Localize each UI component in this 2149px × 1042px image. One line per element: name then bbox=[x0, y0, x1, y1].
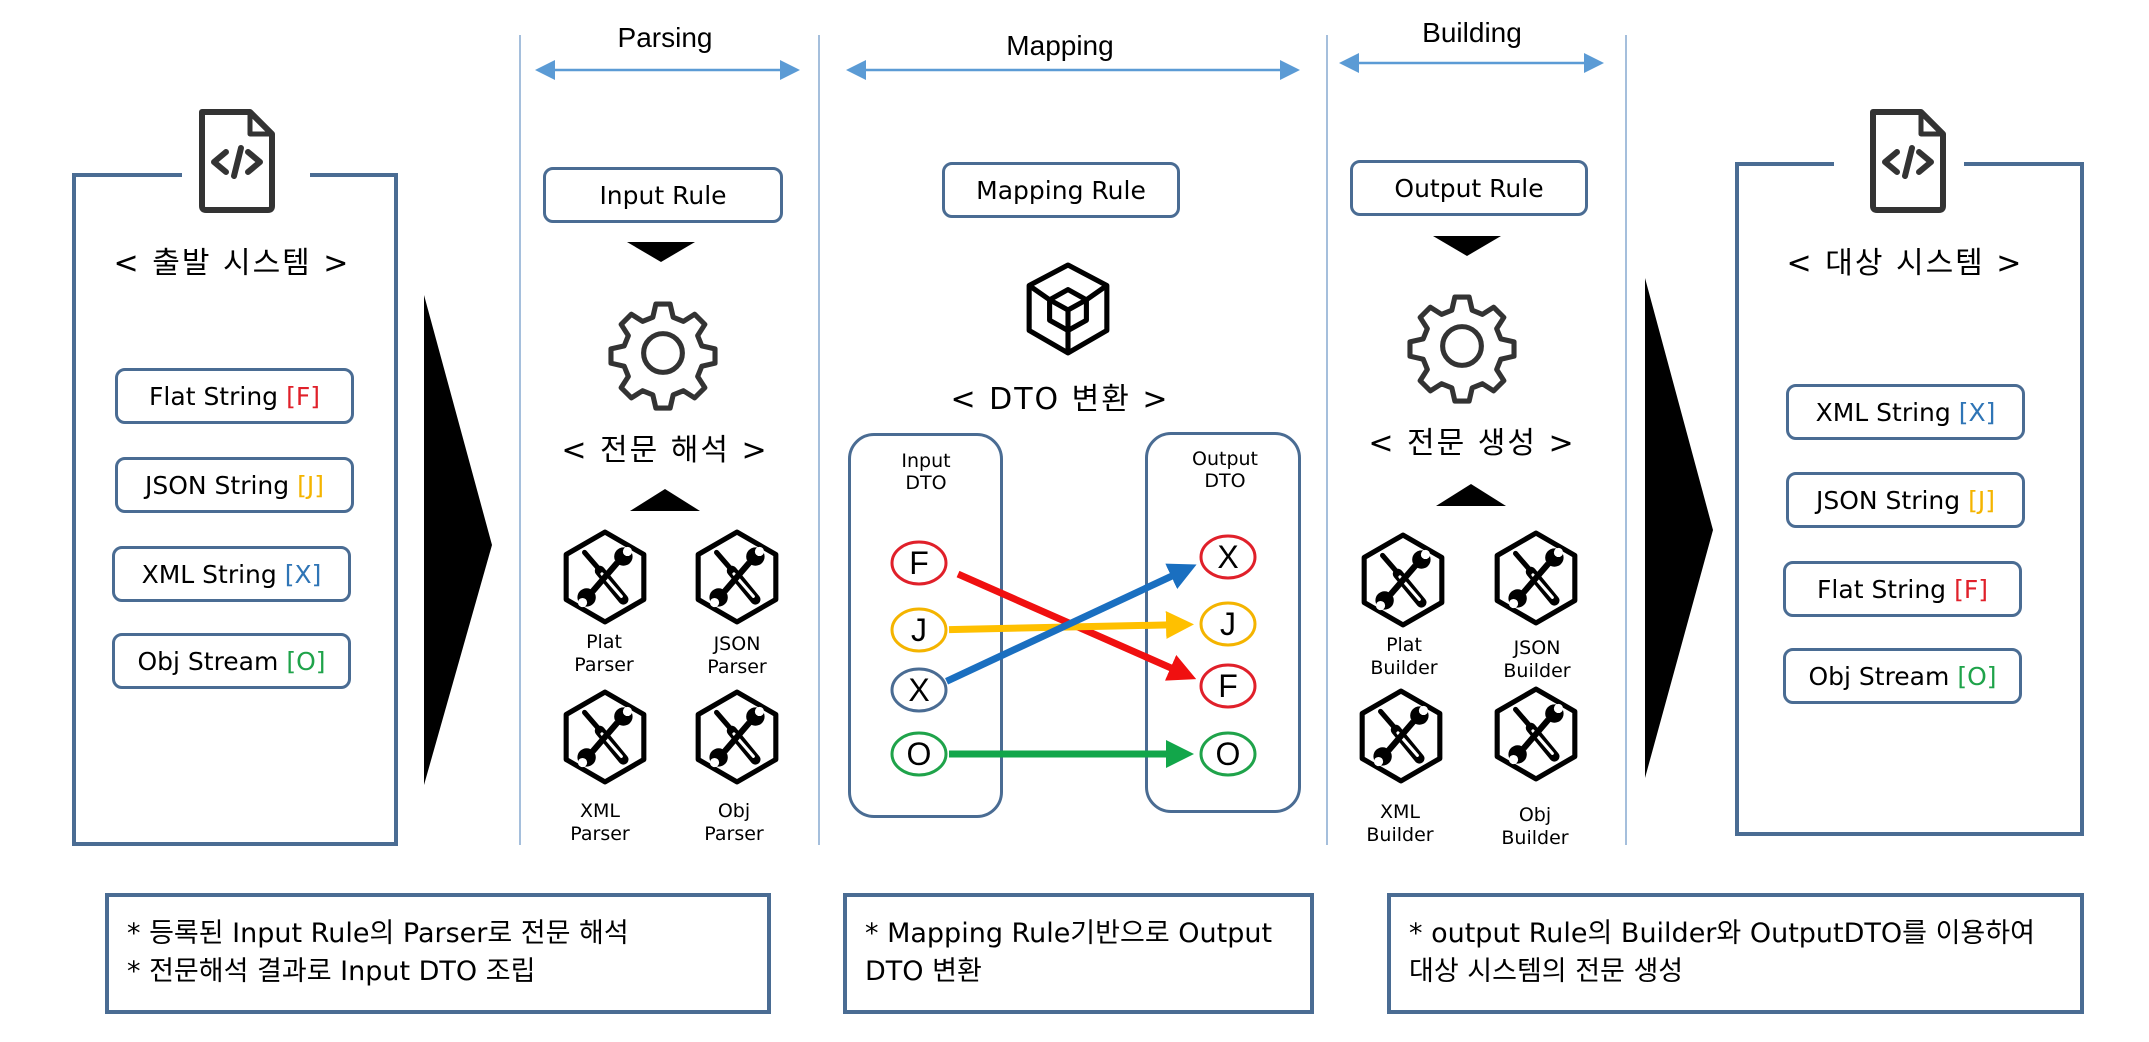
down-triangle-icon bbox=[627, 242, 695, 262]
tools-icon-xml-builder bbox=[1359, 689, 1443, 783]
divider-building-left bbox=[1326, 35, 1328, 845]
input-dto-label: Input DTO bbox=[901, 450, 951, 494]
source-item-flat-string[interactable]: Flat String[F] bbox=[115, 368, 354, 424]
tool-label: Plat Parser bbox=[574, 631, 634, 676]
source-item-obj-stream[interactable]: Obj Stream[O] bbox=[112, 633, 351, 689]
type-tag: [X] bbox=[284, 559, 322, 589]
tool-label: XML Parser bbox=[570, 800, 630, 845]
target-code-file-icon bbox=[1871, 110, 1947, 214]
tool-label: XML Builder bbox=[1366, 801, 1434, 846]
down-triangle-icon bbox=[1433, 236, 1501, 256]
mapping-link-x bbox=[945, 563, 1197, 685]
target-item-obj-stream[interactable]: Obj Stream[O] bbox=[1783, 648, 2022, 704]
divider-parsing-right bbox=[818, 35, 820, 845]
output-rule-box[interactable]: Output Rule bbox=[1350, 160, 1588, 216]
input-dto-node-x: X bbox=[890, 667, 948, 713]
type-tag: [F] bbox=[1954, 574, 1988, 604]
building-title: < 전문 생성 > bbox=[1368, 426, 1576, 461]
phase-span-arrow-parsing bbox=[535, 53, 1604, 80]
tools-icon-obj-builder bbox=[1494, 687, 1578, 781]
input-rule-box[interactable]: Input Rule bbox=[543, 167, 783, 223]
source-item-xml-string[interactable]: XML String[X] bbox=[112, 546, 351, 602]
source-item-json-string[interactable]: JSON String[J] bbox=[115, 457, 354, 513]
svg-text:F: F bbox=[1218, 668, 1238, 704]
svg-text:X: X bbox=[1217, 539, 1238, 575]
tools-icon-plat-builder bbox=[1361, 533, 1445, 627]
target-system-title: < 대상 시스템 > bbox=[1786, 246, 2024, 281]
svg-text:O: O bbox=[907, 736, 932, 772]
svg-text:X: X bbox=[908, 672, 929, 708]
mapping-rule-box[interactable]: Mapping Rule bbox=[942, 162, 1180, 218]
target-item-flat-string[interactable]: Flat String[F] bbox=[1783, 561, 2022, 617]
parsing-title: < 전문 해석 > bbox=[561, 433, 769, 468]
tools-icon-json-builder bbox=[1494, 531, 1578, 625]
divider-parsing-left bbox=[519, 35, 521, 845]
note-building: * output Rule의 Builder와 OutputDTO를 이용하여 … bbox=[1387, 893, 2084, 1014]
source-system-panel bbox=[72, 173, 398, 846]
mapping-title: < DTO 변환 > bbox=[950, 382, 1170, 417]
source-system-title: < 출발 시스템 > bbox=[113, 246, 351, 281]
tool-label: Obj Parser bbox=[704, 800, 764, 845]
divider-building-right bbox=[1625, 35, 1627, 845]
phase-label-parsing: Parsing bbox=[617, 22, 713, 53]
up-triangle-icon bbox=[1436, 484, 1506, 506]
output-dto-label: Output DTO bbox=[1192, 448, 1258, 492]
up-triangle-icon bbox=[630, 489, 700, 511]
phase-label-building: Building bbox=[1422, 17, 1522, 48]
tool-label: JSON Builder bbox=[1503, 637, 1571, 682]
note-mapping: * Mapping Rule기반으로 Output DTO 변환 bbox=[843, 893, 1314, 1014]
type-tag: [O] bbox=[1957, 661, 1997, 691]
target-item-json-string[interactable]: JSON String[J] bbox=[1786, 472, 2025, 528]
type-tag: [X] bbox=[1958, 397, 1996, 427]
flow-arrow-right-icon bbox=[1645, 278, 1713, 778]
output-dto-node-x: X bbox=[1199, 534, 1257, 580]
output-dto-node-j: J bbox=[1199, 601, 1257, 647]
gear-icon bbox=[1411, 295, 1513, 397]
input-dto-node-j: J bbox=[890, 607, 948, 653]
output-dto-node-o: O bbox=[1199, 731, 1257, 777]
phase-label-mapping: Mapping bbox=[1006, 30, 1114, 61]
flow-arrow-right-icon bbox=[424, 295, 492, 785]
type-tag: [J] bbox=[1968, 485, 1996, 515]
output-dto-node-f: F bbox=[1199, 663, 1257, 709]
type-tag: [O] bbox=[286, 646, 326, 676]
tool-label: Plat Builder bbox=[1370, 634, 1438, 679]
target-system-panel bbox=[1735, 162, 2084, 836]
tool-label: JSON Parser bbox=[707, 633, 767, 678]
svg-text:J: J bbox=[911, 612, 927, 648]
svg-text:O: O bbox=[1216, 736, 1241, 772]
tool-label: Obj Builder bbox=[1501, 804, 1569, 849]
svg-text:J: J bbox=[1220, 606, 1236, 642]
type-tag: [F] bbox=[286, 381, 320, 411]
type-tag: [J] bbox=[297, 470, 325, 500]
target-item-xml-string[interactable]: XML String[X] bbox=[1786, 384, 2025, 440]
note-parsing: * 등록된 Input Rule의 Parser로 전문 해석 * 전문해석 결… bbox=[105, 893, 771, 1014]
input-dto-node-o: O bbox=[890, 731, 948, 777]
svg-text:F: F bbox=[909, 545, 929, 581]
input-dto-node-f: F bbox=[890, 540, 948, 586]
